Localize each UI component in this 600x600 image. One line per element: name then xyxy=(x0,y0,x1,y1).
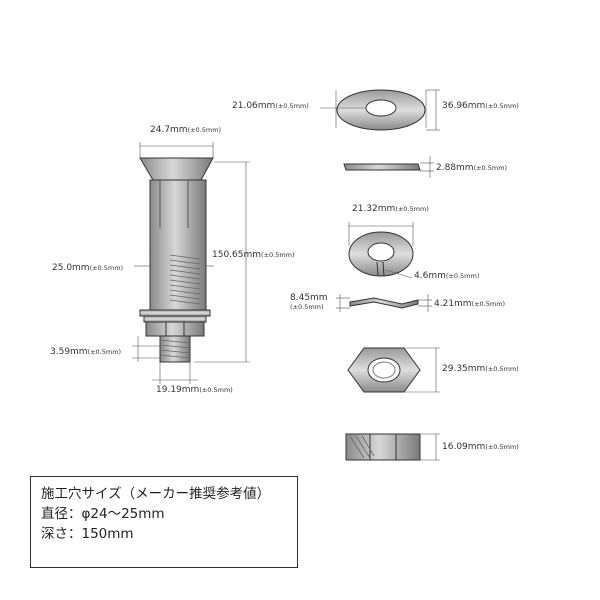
dim-tolerance: (±0.5mm) xyxy=(275,102,309,110)
spring-washer-side xyxy=(350,298,418,308)
dim-value: 25.0mm xyxy=(52,263,90,273)
installation-hole-note: 施工穴サイズ（メーカー推奨参考値） 直径：φ24～25mm 深さ：150mm xyxy=(30,476,298,568)
note-title: 施工穴サイズ（メーカー推奨参考値） xyxy=(41,486,271,502)
hex-nut-dims xyxy=(404,348,440,392)
dim-value: 3.59mm xyxy=(50,347,88,357)
bolt-protrusion-dimension: 3.59mm(±0.5mm) xyxy=(50,348,121,357)
anchor-bolt xyxy=(140,158,213,362)
dim-tolerance: (±0.5mm) xyxy=(87,348,122,356)
dim-value: 16.09mm xyxy=(442,442,486,452)
dim-tolerance: (±0.5mm) xyxy=(471,300,506,308)
dim-value: 4.21mm xyxy=(434,299,472,309)
dim-tolerance: (±0.5mm) xyxy=(485,443,519,451)
sleeve-threads xyxy=(170,255,200,304)
nut-width-dimension: 29.35mm(±0.5mm) xyxy=(442,365,519,374)
dim-value: 4.6mm xyxy=(414,271,446,281)
sleeve-top-dimension: 24.7mm(±0.5mm) xyxy=(150,126,221,135)
dim-tolerance: (±0.5mm) xyxy=(445,272,480,280)
dim-value: 8.45mm xyxy=(290,293,328,303)
hex-nut xyxy=(348,348,420,392)
dim-value: 21.06mm xyxy=(232,101,276,111)
dim-tolerance: (±0.5mm) xyxy=(89,264,124,272)
spring-washer xyxy=(349,232,413,276)
dim-value: 2.88mm xyxy=(436,163,474,173)
stack-washer xyxy=(140,310,210,316)
dim-tolerance: (±0.5mm) xyxy=(485,365,519,373)
washer-thickness-dimension: 2.88mm(±0.5mm) xyxy=(436,164,507,173)
dim-value: 150.65mm xyxy=(212,250,262,260)
dim-value: 29.35mm xyxy=(442,364,486,374)
dim-tolerance: (±0.5mm) xyxy=(261,251,295,259)
stack-nut xyxy=(146,322,204,336)
washer-inner-dimension: 21.06mm(±0.5mm) xyxy=(232,102,309,111)
sleeve-body-dimension: 25.0mm(±0.5mm) xyxy=(52,264,123,273)
dim-tolerance: (±0.5mm) xyxy=(395,205,429,213)
washer-side xyxy=(344,164,420,170)
spring-gap-dimension: 4.6mm(±0.5mm) xyxy=(414,272,479,281)
bolt-diameter-dimension: 19.19mm(±0.5mm) xyxy=(156,386,233,395)
dim-value: 21.32mm xyxy=(352,204,396,214)
flat-washer xyxy=(337,90,425,130)
sleeve-head xyxy=(140,158,213,180)
dim-tolerance: (±0.5mm) xyxy=(187,126,222,134)
washer-side-dims xyxy=(420,156,434,178)
spring-height-dimension: 8.45mm(±0.5mm) xyxy=(290,293,328,311)
hex-nut-side-dims xyxy=(420,434,440,460)
dim-value: 24.7mm xyxy=(150,125,188,135)
overall-length-dimension: 150.65mm(±0.5mm) xyxy=(212,251,295,260)
note-diameter: 直径：φ24～25mm xyxy=(41,506,165,522)
spring-washer-dims xyxy=(349,222,413,278)
washer-outer-dimension: 36.96mm(±0.5mm) xyxy=(442,102,519,111)
spring-washer-side-dims xyxy=(336,294,432,312)
spring-inner-dimension: 21.32mm(±0.5mm) xyxy=(352,205,429,214)
nut-height-dimension: 16.09mm(±0.5mm) xyxy=(442,443,519,452)
dim-tolerance: (±0.5mm) xyxy=(473,164,508,172)
dim-tolerance: (±0.5mm) xyxy=(199,386,233,394)
sleeve-body xyxy=(150,180,206,310)
note-depth: 深さ：150mm xyxy=(41,526,134,542)
dim-value: 36.96mm xyxy=(442,101,486,111)
spring-thickness-dimension: 4.21mm(±0.5mm) xyxy=(434,300,505,309)
anchor-dimension-lines xyxy=(132,142,250,384)
flat-washer-dims xyxy=(320,90,440,130)
hex-nut-side xyxy=(346,434,420,460)
bolt-end xyxy=(160,336,190,362)
stack-spring xyxy=(144,316,206,322)
dim-value: 19.19mm xyxy=(156,385,200,395)
dim-tolerance: (±0.5mm) xyxy=(290,302,324,311)
dim-tolerance: (±0.5mm) xyxy=(485,102,519,110)
